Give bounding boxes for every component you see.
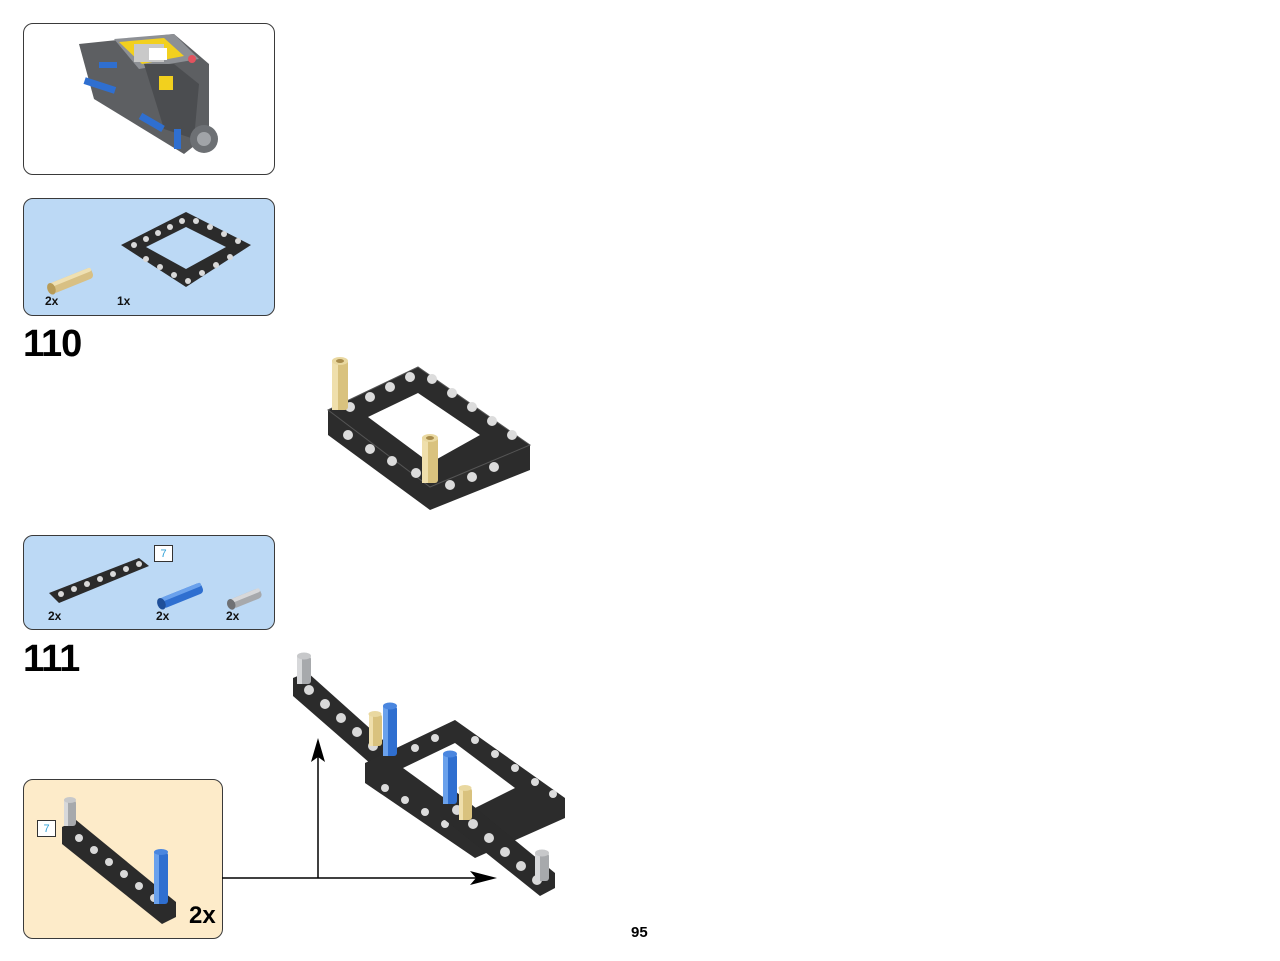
step-number-110: 110	[23, 323, 82, 365]
step-number-111: 111	[23, 638, 80, 680]
tan-axle-pin-image	[47, 267, 94, 295]
subassembly-liftarm-image	[62, 797, 176, 924]
length-reference-box: 7	[154, 545, 173, 562]
step-110-parts-list: 2x 1x	[23, 198, 275, 316]
subassembly-multiplier: 2x	[189, 902, 216, 929]
model-preview-image	[79, 34, 218, 154]
page-number: 95	[631, 924, 648, 941]
part-qty: 2x	[48, 609, 62, 623]
black-liftarm-frame-image	[121, 212, 251, 287]
part-qty: 2x	[156, 609, 170, 623]
blue-axle-pin-image	[157, 582, 204, 610]
black-liftarm-1x7-image	[49, 558, 149, 603]
grey-friction-pin-image	[226, 588, 262, 610]
model-preview-panel	[23, 23, 275, 175]
placement-arrows	[222, 738, 497, 885]
step-111-subassembly-callout: 7 2x	[23, 779, 223, 939]
arrow-up-icon	[311, 738, 325, 762]
step-111-parts-list: 7 2x 2x 2x	[23, 535, 275, 630]
length-reference-box: 7	[37, 820, 56, 837]
part-qty: 2x	[45, 294, 59, 308]
part-qty: 2x	[226, 609, 240, 623]
arrow-right-icon	[470, 871, 497, 885]
part-qty: 1x	[117, 294, 131, 308]
step-110-assembly-image	[327, 357, 532, 510]
step-111-assembly-image	[293, 652, 565, 896]
